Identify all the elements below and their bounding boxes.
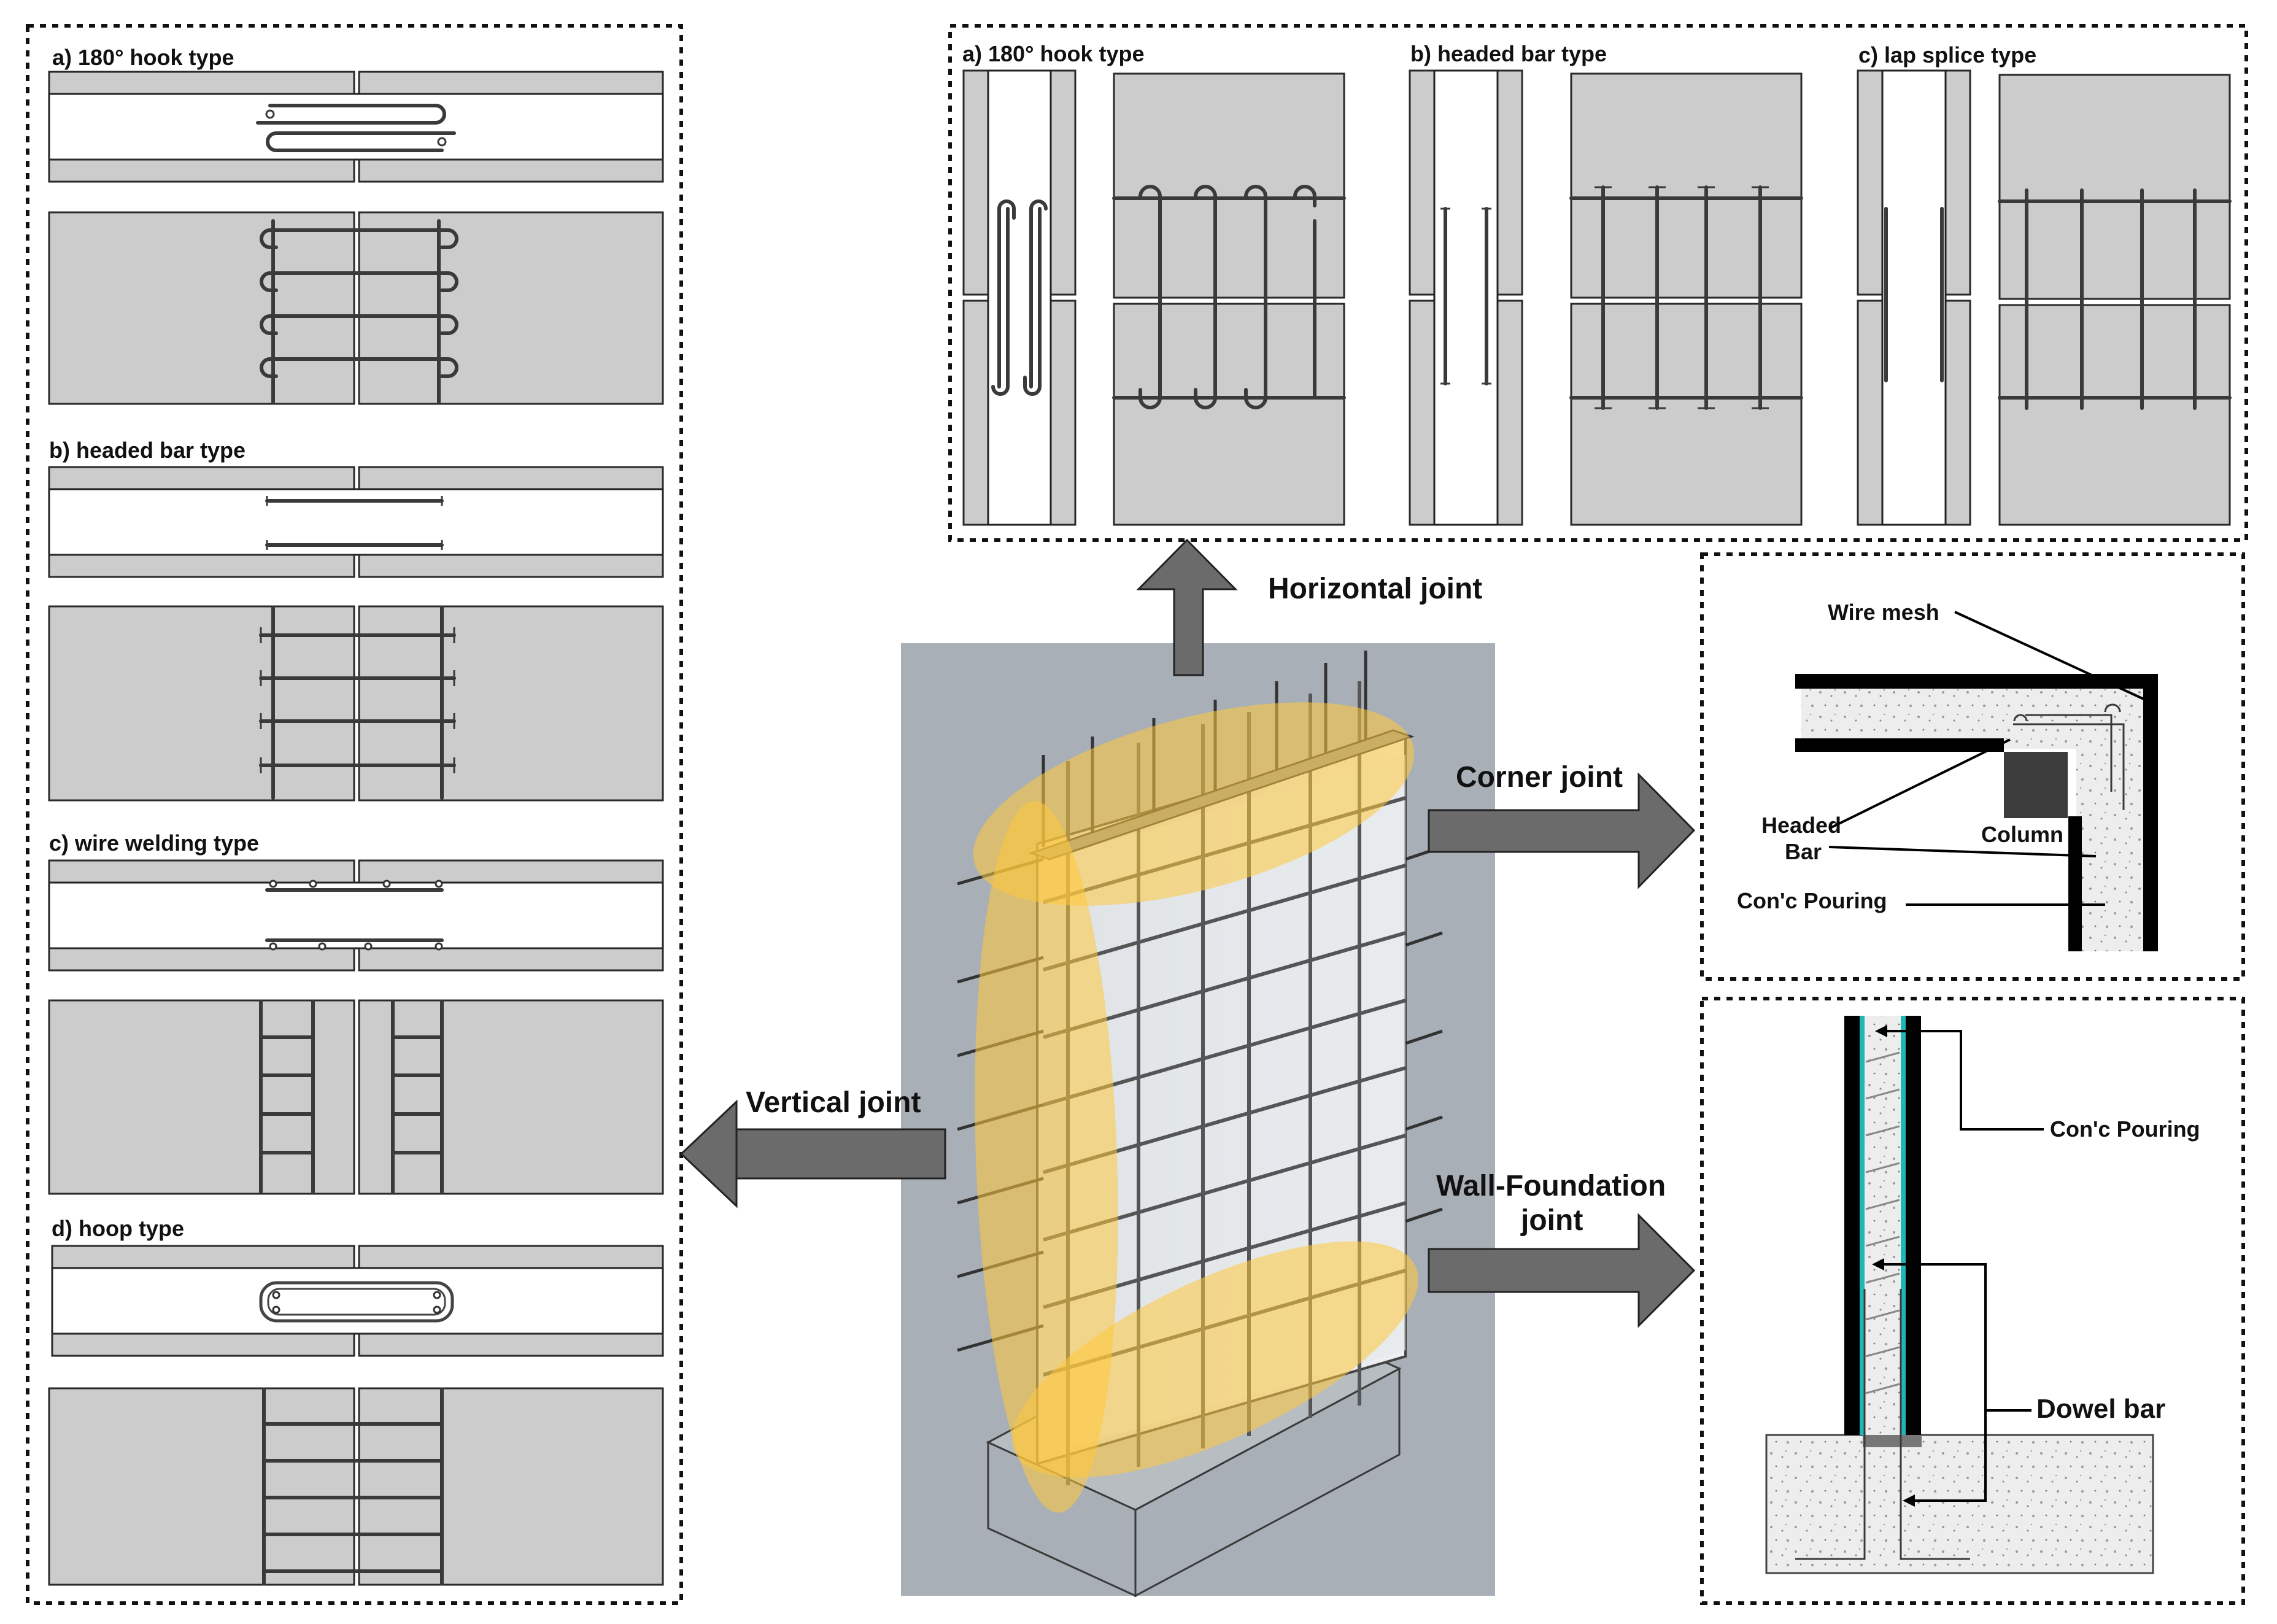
headed-bar-label-line1: Headed	[1761, 813, 1841, 838]
horizontal-joint-label: Horizontal joint	[1268, 573, 1482, 605]
vj-welding-plan	[48, 859, 664, 972]
foundation-joint-label-line1: Wall-Foundation	[1436, 1170, 1666, 1202]
foundation-detail-frame	[1700, 997, 2245, 1605]
hj-lap-elevation	[1998, 74, 2232, 526]
headed-bar-label-line2: Bar	[1785, 839, 1822, 864]
wire-mesh-label: Wire mesh	[1828, 600, 1939, 625]
column-label: Column	[1981, 822, 2063, 847]
hj-hook-section	[962, 69, 1077, 526]
foundation-joint-highlight	[1012, 1241, 1418, 1478]
corner-pouring-label: Con'c Pouring	[1737, 888, 1887, 913]
horizontal-joint-arrow: Horizontal joint	[1136, 538, 1482, 676]
vj-hoop-elevation	[48, 1387, 664, 1586]
vj-hoop-label: d) hoop type	[52, 1216, 184, 1241]
vj-headed-label: b) headed bar type	[49, 438, 245, 463]
horizontal-joint-panel: a) 180° hook type b)	[948, 24, 2248, 542]
dowel-bar-label: Dowel bar	[2036, 1394, 2165, 1424]
hj-headed-section	[1409, 69, 1523, 526]
vj-hook-label: a) 180° hook type	[52, 45, 234, 70]
corner-joint-detail: Wire mesh Headed Bar Column Con'c Pourin…	[1700, 552, 2245, 981]
vj-hook-elevation	[48, 211, 664, 405]
vertical-joint-label: Vertical joint	[746, 1086, 921, 1119]
foundation-joint-arrow: Wall-Foundation joint	[1428, 1170, 1696, 1328]
wall-foundation-detail: Con'c Pouring Dowel bar	[1700, 997, 2245, 1605]
foundation-joint-label-line2: joint	[1520, 1204, 1583, 1237]
foundation-pouring-label: Con'c Pouring	[2050, 1116, 2200, 1142]
vj-hook-plan	[48, 71, 664, 183]
wall-3d-model	[901, 643, 1495, 1598]
vj-hoop-plan	[51, 1245, 664, 1357]
vj-headed-elevation	[48, 605, 664, 802]
hj-lap-section	[1857, 69, 1971, 526]
hj-headed-elevation	[1569, 72, 1803, 526]
vertical-joint-highlight	[975, 801, 1118, 1513]
hj-headed-label: b) headed bar type	[1410, 41, 1607, 66]
vertical-joint-frame	[26, 24, 683, 1605]
vj-welding-elevation	[48, 999, 664, 1195]
vj-welding-label: c) wire welding type	[49, 830, 259, 856]
horizontal-joint-highlight	[973, 702, 1415, 906]
hj-lap-label: c) lap splice type	[1858, 42, 2036, 68]
corner-joint-label: Corner joint	[1456, 761, 1623, 794]
hj-hook-label: a) 180° hook type	[962, 41, 1145, 66]
horizontal-joint-frame	[948, 24, 2248, 542]
vertical-joint-arrow: Vertical joint	[679, 1086, 946, 1208]
hj-hook-elevation	[1112, 72, 1346, 526]
vj-headed-plan	[48, 466, 664, 578]
corner-joint-arrow: Corner joint	[1428, 761, 1696, 889]
corner-detail-frame	[1700, 552, 2245, 981]
vertical-joint-panel: a) 180° hook type b) headed ba	[26, 24, 683, 1605]
